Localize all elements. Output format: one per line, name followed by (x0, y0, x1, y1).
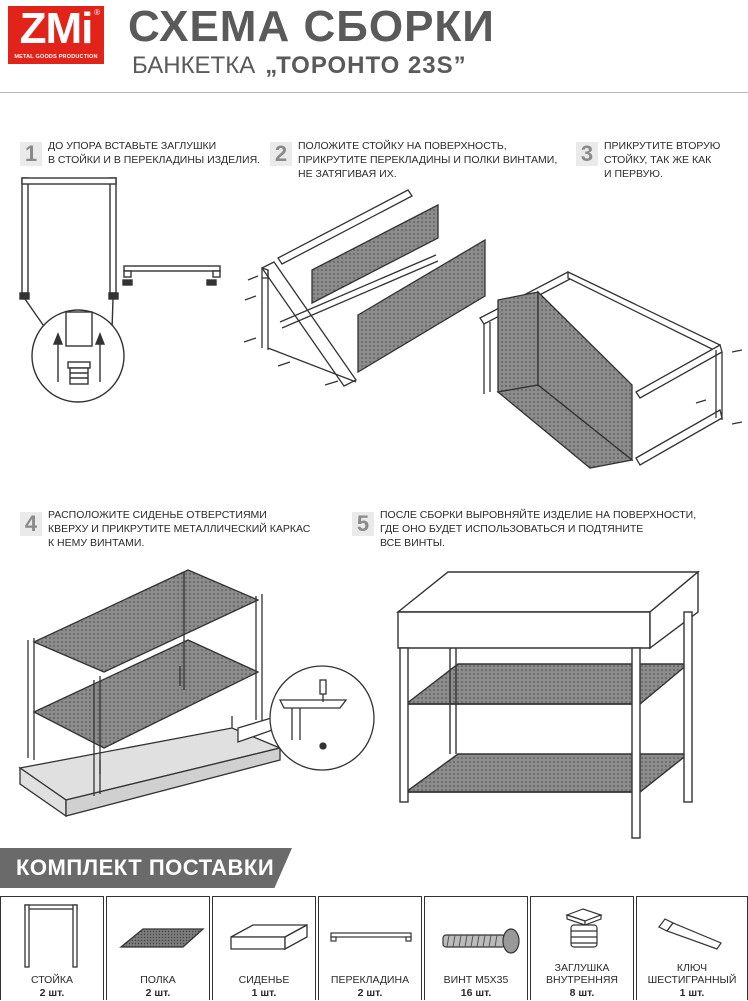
part-name: СИДЕНЬЕ (238, 974, 290, 986)
header-divider (0, 92, 748, 93)
step-5-number: 5 (352, 512, 374, 536)
kit-part-crossbar: ПЕРЕКЛАДИНА 2 шт. (318, 896, 422, 1000)
kit-part-post: СТОЙКА 2 шт. (0, 896, 104, 1000)
step-2-text: положите стойку на поверхность, прикрути… (298, 140, 558, 180)
part-name: СТОЙКА (30, 974, 73, 986)
kit-part-hex-key: КЛЮЧ ШЕСТИГРАННЫЙ 1 шт. (636, 896, 748, 1000)
part-qty: 2 шт. (145, 987, 171, 999)
screw-icon (442, 928, 520, 954)
part-qty: 1 шт. (679, 987, 705, 999)
part-qty: 1 шт. (251, 987, 277, 999)
step-1-number: 1 (20, 142, 42, 166)
product-type: БАНКЕТКА (132, 52, 256, 79)
step-3-text: прикрутите вторую стойку, так же как и п… (604, 140, 721, 180)
plug-icon (565, 908, 603, 948)
part-name: КЛЮЧ ШЕСТИГРАННЫЙ (647, 962, 737, 986)
kit-title: КОМПЛЕКТ ПОСТАВКИ (16, 855, 275, 880)
kit-part-seat: СИДЕНЬЕ 1 шт. (212, 896, 316, 1000)
step-4-illustration (18, 569, 375, 818)
kit-banner: КОМПЛЕКТ ПОСТАВКИ (0, 848, 292, 888)
part-qty: 16 шт. (460, 987, 492, 999)
part-name: ЗАГЛУШКА ВНУТРЕННЯЯ (545, 962, 618, 986)
logo-registered-mark: ® (94, 8, 100, 17)
step-2-number: 2 (270, 142, 292, 166)
crossbar-icon (330, 932, 412, 942)
product-model: „ТОРОНТО 23S” (265, 52, 467, 79)
step-1-illustration (19, 177, 221, 403)
step-1-text: до упора вставьте заглушки в стойки и в … (48, 140, 261, 166)
part-qty: 2 шт. (39, 987, 65, 999)
step-5-illustration (396, 570, 700, 839)
page-title: СХЕМА СБОРКИ (128, 2, 495, 51)
assembly-illustrations (18, 177, 743, 839)
kit-part-screw: ВИНТ М5х35 16 шт. (424, 896, 528, 1000)
mesh-shelf-icon (119, 928, 205, 948)
step-2-illustration (243, 189, 486, 387)
hex-key-icon (658, 918, 722, 950)
kit-part-plug: ЗАГЛУШКА ВНУТРЕННЯЯ 8 шт. (530, 896, 634, 1000)
step-4-text: расположите сиденье отверстиями кверху и… (48, 509, 311, 549)
part-name: ПЕРЕКЛАДИНА (330, 974, 410, 986)
step-5-text: после сборки выровняйте изделие на повер… (380, 509, 697, 549)
page-subtitle: БАНКЕТКА „ТОРОНТО 23S” (132, 52, 467, 80)
step-3-number: 3 (576, 142, 598, 166)
logo-text: ZMi (19, 4, 94, 53)
logo-subtitle: METAL GOODS PRODUCTION (14, 54, 98, 60)
part-qty: 2 шт. (357, 987, 383, 999)
brand-logo: ZMi ® METAL GOODS PRODUCTION (8, 4, 104, 64)
kit-part-shelf: ПОЛКА 2 шт. (106, 896, 210, 1000)
part-name: ПОЛКА (140, 974, 176, 986)
part-qty: 8 шт. (569, 987, 595, 999)
part-name: ВИНТ М5х35 (443, 974, 509, 986)
step-3-illustration (479, 270, 743, 469)
frame-post-icon (24, 904, 78, 968)
step-4-number: 4 (20, 512, 42, 536)
seat-icon (230, 923, 308, 951)
